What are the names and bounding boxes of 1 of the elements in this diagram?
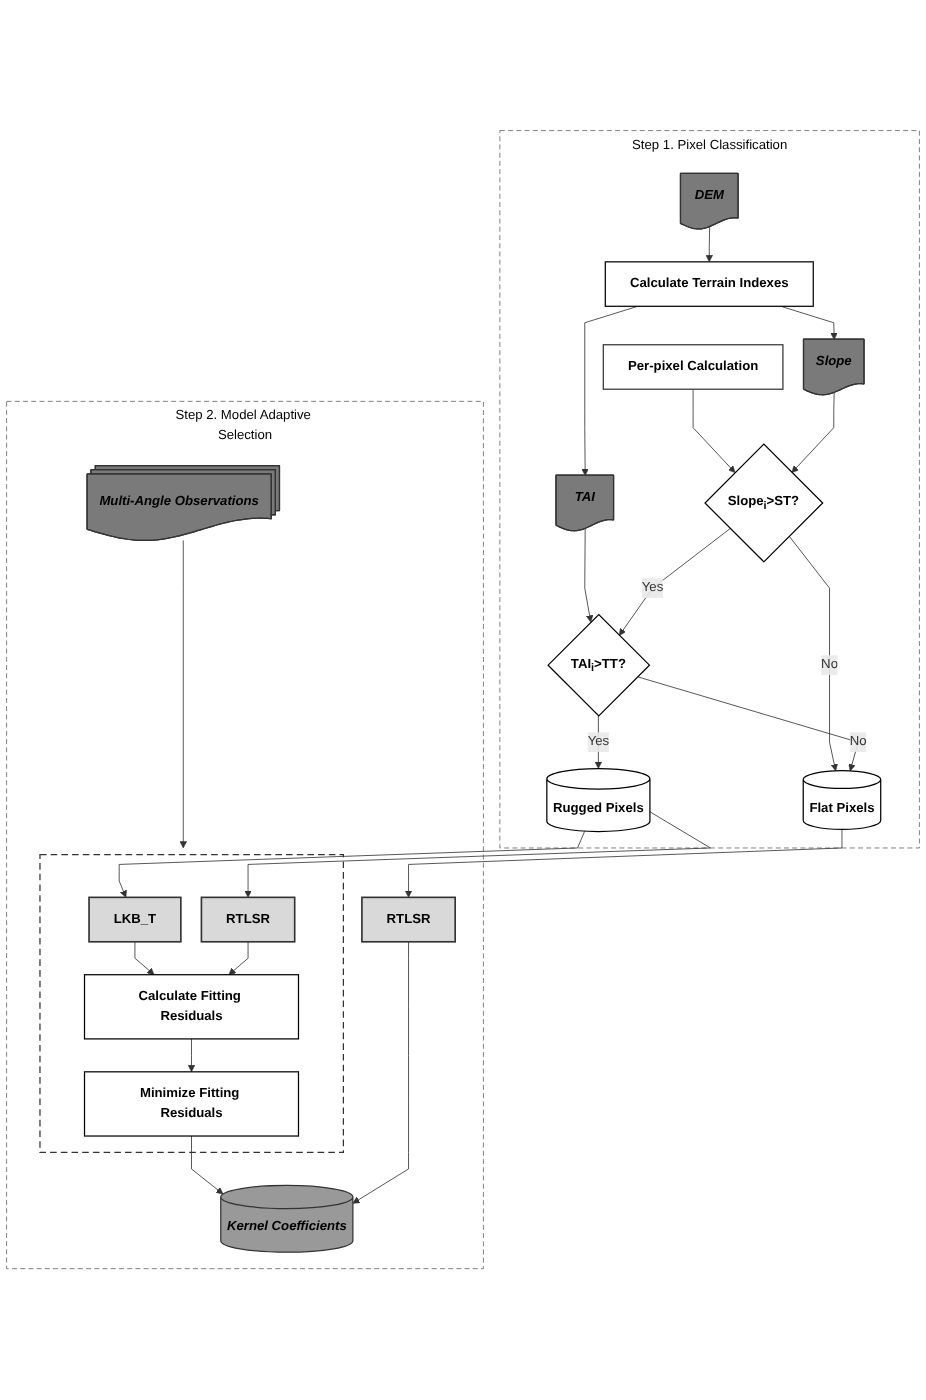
- cluster: [39, 854, 344, 1154]
